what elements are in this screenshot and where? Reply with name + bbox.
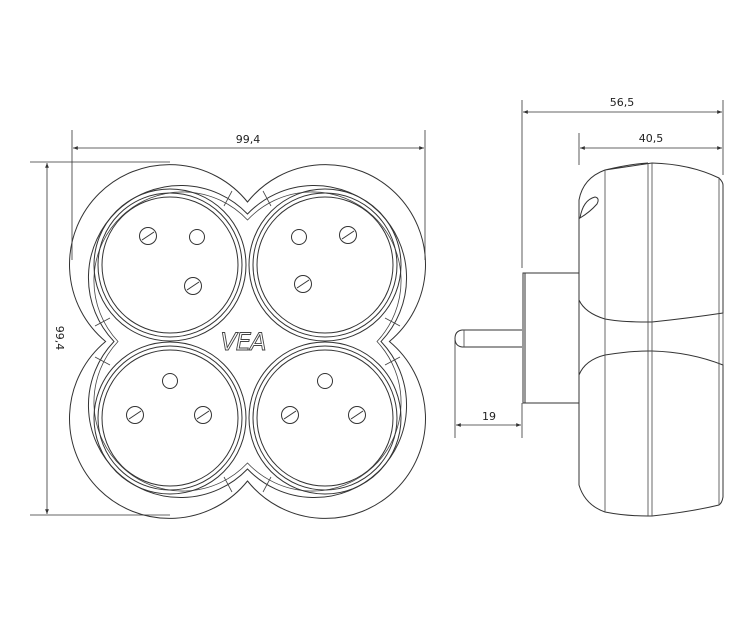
socket-ring	[93, 341, 247, 495]
contact-pin-icon	[348, 406, 366, 424]
earth-hole	[189, 229, 205, 245]
pin-slot	[283, 410, 297, 420]
pin-slot	[196, 410, 210, 420]
contact-pin-icon	[139, 227, 157, 245]
pin-slot	[350, 410, 364, 420]
socket-2[interactable]	[248, 188, 402, 342]
socket-ring	[97, 345, 243, 491]
front-view: VEA	[69, 164, 426, 519]
pin-slot	[341, 230, 355, 240]
front-width-label: 99,4	[236, 133, 261, 146]
body-grooves	[578, 163, 724, 516]
socket-ring	[256, 196, 394, 334]
earth-hole	[317, 373, 333, 389]
contact-pin-icon	[281, 406, 299, 424]
pin-slot	[141, 231, 155, 241]
side-total-depth-label: 56,5	[610, 96, 635, 109]
side-dimensions: 56,5 40,5 19	[454, 96, 724, 438]
plug-pin	[454, 329, 522, 348]
contact-pin-icon	[126, 406, 144, 424]
socket-ring	[252, 192, 398, 338]
contact-pin-icon	[294, 275, 312, 293]
contact-pin-icon	[194, 406, 212, 424]
socket-ring	[252, 345, 398, 491]
side-view	[454, 162, 724, 517]
socket-ring	[93, 188, 247, 342]
pin-length-label: 19	[482, 410, 496, 423]
side-indicator	[579, 196, 599, 219]
socket-ring	[97, 192, 243, 338]
socket-1[interactable]	[93, 188, 247, 342]
earth-hole	[162, 373, 178, 389]
socket-ring	[101, 196, 239, 334]
front-dimensions: 99,4 99,4	[30, 130, 426, 516]
plug-base	[522, 272, 580, 404]
side-body-depth-label: 40,5	[639, 132, 664, 145]
pinch-notches	[94, 190, 401, 493]
body-upper	[578, 162, 724, 323]
front-height-label: 99,4	[53, 326, 66, 351]
contact-pin-icon	[184, 277, 202, 295]
earth-hole	[291, 229, 307, 245]
socket-ring	[101, 349, 239, 487]
socket-ring	[248, 188, 402, 342]
contact-pin-icon	[339, 226, 357, 244]
pin-slot	[186, 281, 200, 291]
inner-outline	[87, 185, 408, 498]
pin-slot	[296, 279, 310, 289]
vea-logo: VEA	[221, 328, 266, 356]
socket-4[interactable]	[248, 341, 402, 495]
socket-3[interactable]	[93, 341, 247, 495]
pin-slot	[128, 410, 142, 420]
socket-ring	[256, 349, 394, 487]
socket-ring	[248, 341, 402, 495]
inner-outline-2	[93, 191, 402, 492]
body-lower	[578, 350, 724, 517]
